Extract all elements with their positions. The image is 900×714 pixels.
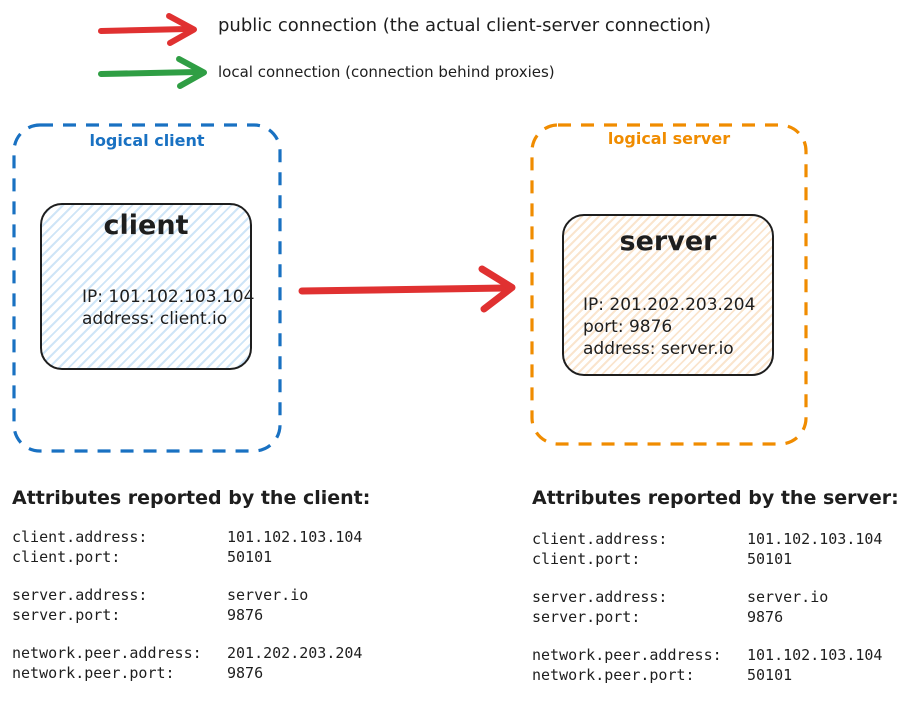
public-arrow-strokes xyxy=(98,13,197,46)
legend-label-public-connection: public connection (the actual client-ser… xyxy=(218,15,712,36)
attr-value: 50101 xyxy=(747,665,793,684)
attr-key: network.peer.port: xyxy=(532,665,695,684)
attr-value: 50101 xyxy=(747,549,793,568)
attr-group-network-peer: network.peer.address: 201.202.203.204 net… xyxy=(12,644,362,683)
logical-server-border xyxy=(530,123,808,446)
logical-client-border xyxy=(12,123,282,453)
attr-group-client-endpoint: client.address: 101.102.103.104 client.po… xyxy=(12,528,362,567)
attr-value: server.io xyxy=(747,588,829,606)
attr-row: client.port: 50101 xyxy=(532,550,882,570)
attr-row: network.peer.address: 201.202.203.204 xyxy=(12,644,362,664)
client-node xyxy=(40,203,252,370)
attr-row: client.address: 101.102.103.104 xyxy=(532,530,882,550)
attr-row: server.address: server.io xyxy=(532,588,882,608)
client-server-arrow-strokes xyxy=(298,265,516,313)
client-node-title: client xyxy=(103,210,189,241)
attr-value: 9876 xyxy=(227,605,264,624)
attr-row: server.address: server.io xyxy=(12,586,362,606)
attr-key: network.peer.port: xyxy=(12,663,175,682)
client-ip-line: IP: 101.102.103.104 xyxy=(82,287,255,307)
attr-key: client.port: xyxy=(532,549,641,568)
client-server-arrow-icon xyxy=(298,265,516,313)
logical-server-box xyxy=(530,123,808,446)
attr-value: 201.202.203.204 xyxy=(227,644,363,662)
client-node-details: IP: 101.102.103.104 address: client.io xyxy=(82,286,254,330)
logical-client-box xyxy=(12,123,282,453)
attr-row: server.port: 9876 xyxy=(532,608,882,628)
attr-key: client.address: xyxy=(12,528,148,546)
logical-server-label: logical server xyxy=(607,129,731,148)
server-node-title: server xyxy=(619,226,717,257)
server-attributes-heading: Attributes reported by the server: xyxy=(532,487,899,509)
attr-row: server.port: 9876 xyxy=(12,606,362,626)
attr-row: network.peer.port: 50101 xyxy=(532,666,882,686)
attr-row: network.peer.port: 9876 xyxy=(12,664,362,684)
client-attributes-table: client.address: 101.102.103.104 client.po… xyxy=(12,528,362,683)
attr-key: network.peer.address: xyxy=(532,646,722,664)
local-arrow-icon xyxy=(98,56,207,89)
attr-value: 101.102.103.104 xyxy=(747,646,883,664)
legend-label-local-connection: local connection (connection behind prox… xyxy=(218,63,555,81)
attr-row: client.address: 101.102.103.104 xyxy=(12,528,362,548)
attr-key: server.address: xyxy=(532,588,668,606)
attr-value: 101.102.103.104 xyxy=(227,528,363,546)
attr-group-server-endpoint: server.address: server.io server.port: 987… xyxy=(12,586,362,625)
attr-key: network.peer.address: xyxy=(12,644,202,662)
attr-row: network.peer.address: 101.102.103.104 xyxy=(532,646,882,666)
client-attributes-heading: Attributes reported by the client: xyxy=(12,487,371,509)
attr-key: server.address: xyxy=(12,586,148,604)
server-node xyxy=(562,214,774,376)
server-port-line: port: 9876 xyxy=(583,317,673,337)
attr-value: 50101 xyxy=(227,547,273,566)
attr-group-network-peer: network.peer.address: 101.102.103.104 net… xyxy=(532,646,882,685)
attr-value: server.io xyxy=(227,586,309,604)
attr-value: 101.102.103.104 xyxy=(747,530,883,548)
attr-row: client.port: 50101 xyxy=(12,548,362,568)
client-address-line: address: client.io xyxy=(82,309,228,329)
attr-group-server-endpoint: server.address: server.io server.port: 987… xyxy=(532,588,882,627)
attr-value: 9876 xyxy=(747,607,784,626)
logical-client-label: logical client xyxy=(89,131,205,150)
attr-group-client-endpoint: client.address: 101.102.103.104 client.po… xyxy=(532,530,882,569)
attr-key: client.port: xyxy=(12,547,121,566)
attr-key: server.port: xyxy=(532,607,641,626)
public-arrow-icon xyxy=(98,13,197,46)
local-arrow-strokes xyxy=(98,56,207,89)
server-attributes-table: client.address: 101.102.103.104 client.po… xyxy=(532,530,882,685)
attr-key: server.port: xyxy=(12,605,121,624)
attr-value: 9876 xyxy=(227,663,264,682)
server-address-line: address: server.io xyxy=(583,339,734,359)
server-node-details: IP: 201.202.203.204 port: 9876 address: … xyxy=(583,294,755,360)
server-ip-line: IP: 201.202.203.204 xyxy=(583,295,756,315)
attr-key: client.address: xyxy=(532,530,668,548)
